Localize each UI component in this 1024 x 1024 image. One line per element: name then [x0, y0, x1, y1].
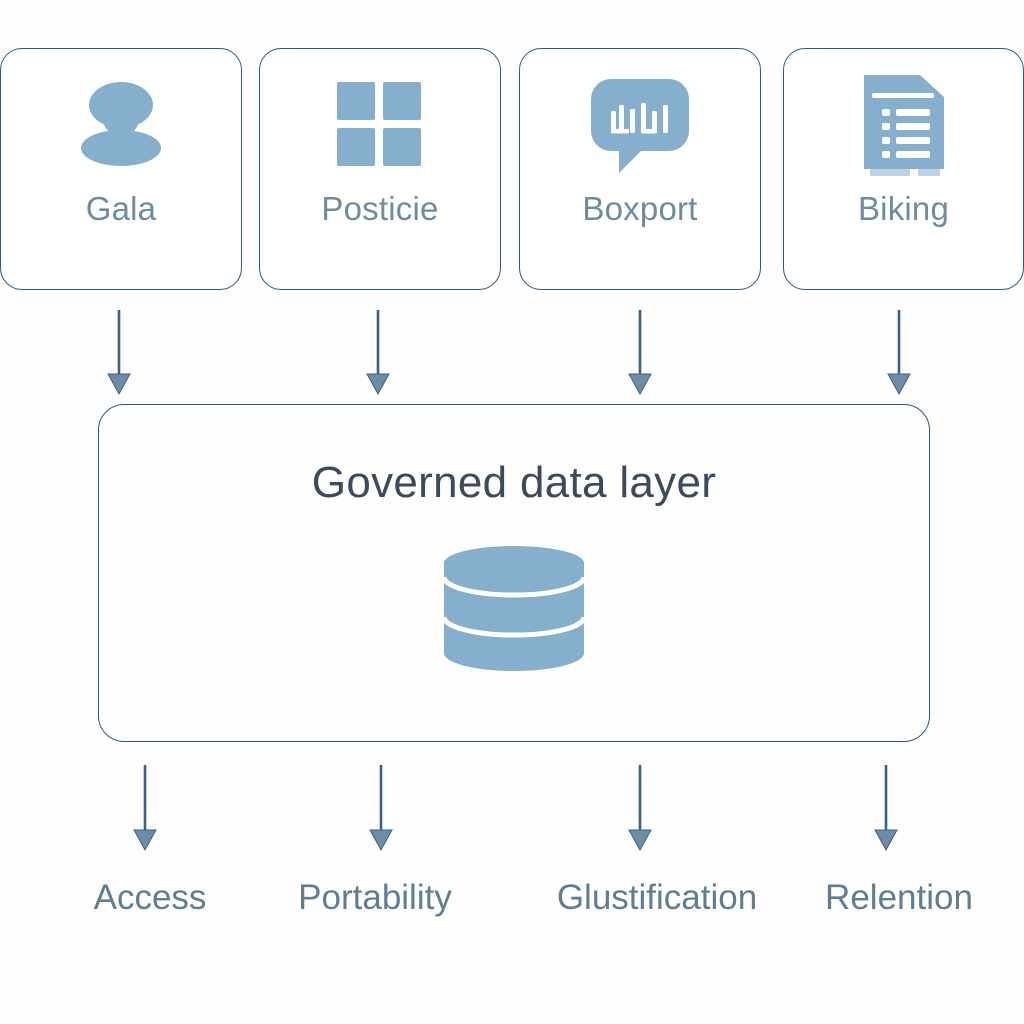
- arrow-layer-to-outcome-4: [874, 765, 898, 852]
- outcome-label-glustification: Glustification: [556, 878, 758, 917]
- source-card-biking[interactable]: Biking: [783, 48, 1024, 290]
- outcome-label-access: Access: [93, 878, 207, 917]
- document-list-icon: [858, 57, 950, 192]
- source-card-label: Gala: [85, 190, 157, 227]
- outcome-label-portability: Portability: [298, 878, 452, 917]
- source-card-label: Biking: [857, 190, 950, 227]
- database-cylinder-icon: [438, 543, 590, 678]
- arrow-source-to-layer-4: [887, 310, 911, 396]
- arrow-layer-to-outcome-3: [628, 765, 652, 852]
- source-card-posticie[interactable]: Posticie: [259, 48, 501, 290]
- grid-icon: [335, 57, 425, 192]
- source-card-boxport[interactable]: Boxport: [519, 48, 761, 290]
- source-card-label: Posticie: [321, 190, 439, 227]
- arrow-source-to-layer-1: [107, 310, 131, 396]
- source-card-gala[interactable]: Gala: [0, 48, 242, 290]
- outcome-label-relention: Relention: [825, 878, 973, 917]
- arrow-layer-to-outcome-1: [133, 765, 157, 852]
- arrow-source-to-layer-3: [628, 310, 652, 396]
- user-icon: [71, 57, 171, 192]
- governed-layer-title: Governed data layer: [311, 458, 717, 507]
- speech-bubble-icon: [585, 57, 695, 192]
- source-card-label: Boxport: [582, 190, 698, 227]
- arrow-layer-to-outcome-2: [369, 765, 393, 852]
- governed-data-layer-panel[interactable]: Governed data layer: [98, 404, 930, 742]
- arrow-source-to-layer-2: [366, 310, 390, 396]
